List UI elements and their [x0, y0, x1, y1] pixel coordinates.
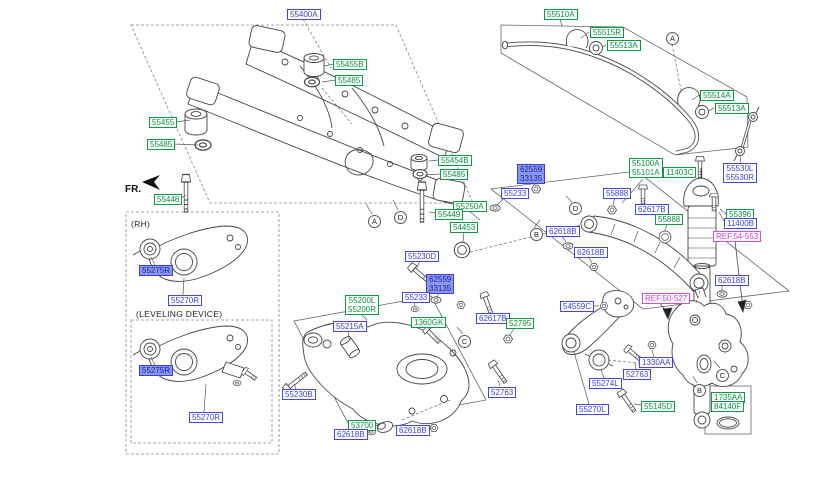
trailing-arm-leveling-drawing: [132, 325, 259, 386]
lower-arm-drawing: [281, 261, 513, 436]
part-label-62618B[interactable]: 62618B: [546, 226, 580, 237]
knuckle-drawing: [667, 287, 753, 387]
part-label-52763[interactable]: 52763: [488, 387, 517, 398]
fr-direction-label: FR.: [125, 184, 142, 195]
callout-C: C: [458, 335, 471, 348]
dashed-enclosures: [125, 24, 474, 455]
subframe-crossmember-drawing: [180, 25, 466, 223]
part-label-55400A[interactable]: 55400A: [287, 9, 321, 20]
callout-A: A: [368, 215, 381, 228]
part-label-62617B[interactable]: 62617B: [476, 313, 510, 324]
part-label-55888[interactable]: 55888: [655, 214, 684, 225]
part-label-55449[interactable]: 55449: [435, 209, 464, 220]
ref-label-REF.50-527[interactable]: REF.50-527: [642, 293, 691, 304]
callout-C: C: [716, 369, 729, 382]
part-label-55275R[interactable]: 55275R: [139, 365, 174, 376]
part-label-55233[interactable]: 55233: [402, 292, 431, 303]
part-label-52763[interactable]: 52763: [623, 369, 652, 380]
part-label-62617B[interactable]: 62617B: [635, 204, 669, 215]
part-label-55514A[interactable]: 55514A: [700, 90, 734, 101]
part-label-55454B[interactable]: 55454B: [438, 155, 472, 166]
part-label-55275R[interactable]: 55275R: [139, 265, 174, 276]
part-label-62618B[interactable]: 62618B: [334, 429, 368, 440]
part-label-84140F[interactable]: 84140F: [711, 401, 745, 412]
part-label-55270L[interactable]: 55270L: [576, 404, 609, 415]
part-label-55230B[interactable]: 55230B: [282, 389, 316, 400]
part-label-52795[interactable]: 52795: [506, 318, 535, 329]
part-label-55270R[interactable]: 55270R: [168, 295, 203, 306]
part-label-55888[interactable]: 55888: [603, 188, 632, 199]
fr-direction-arrow: [142, 175, 160, 190]
part-label-11400B[interactable]: 11400B: [724, 218, 757, 229]
leveling-device-section-label: (LEVELING DEVICE): [136, 309, 223, 319]
part-label-55510A[interactable]: 55510A: [544, 9, 578, 20]
stabilizer-link-drawing: [733, 106, 760, 162]
part-label-55145D[interactable]: 55145D: [641, 401, 676, 412]
part-label-55230D[interactable]: 55230D: [405, 251, 440, 262]
ref-label-REF.54-553[interactable]: REF.54-553: [713, 231, 762, 242]
part-label-55233[interactable]: 55233: [501, 188, 530, 199]
part-label-55270R[interactable]: 55270R: [189, 412, 224, 423]
callout-B: B: [693, 384, 706, 397]
part-label-62618B[interactable]: 62618B: [396, 425, 430, 436]
callout-A: A: [666, 32, 679, 45]
part-label-55455[interactable]: 55455: [149, 117, 178, 128]
part-label-54559C[interactable]: 54559C: [560, 301, 595, 312]
upper-arm-drawing: [453, 184, 728, 298]
part-label-62618B[interactable]: 62618B: [574, 247, 608, 258]
trailing-arm-left-drawing: [561, 290, 657, 415]
part-label-55485[interactable]: 55485: [335, 75, 364, 86]
callout-D: D: [569, 202, 582, 215]
part-label-54453[interactable]: 54453: [450, 222, 479, 233]
stabilizer-bar-drawing: [501, 29, 760, 180]
part-label-55515R[interactable]: 55515R: [590, 27, 625, 38]
part-label-55250A[interactable]: 55250A: [453, 201, 487, 212]
part-label-11403C[interactable]: 11403C: [663, 167, 697, 178]
part-label-55215A[interactable]: 55215A: [333, 321, 367, 332]
callout-D: D: [394, 211, 407, 224]
part-label-55448[interactable]: 55448: [154, 194, 183, 205]
oring-drawing: [716, 416, 740, 430]
part-label-55274L[interactable]: 55274L: [589, 378, 622, 389]
callout-B: B: [530, 228, 543, 241]
dashed-leaders: [302, 18, 701, 421]
part-label-55455B[interactable]: 55455B: [333, 59, 367, 70]
rh-section-label: (RH): [131, 219, 151, 229]
part-label-55513A[interactable]: 55513A: [607, 40, 641, 51]
part-label-55485[interactable]: 55485: [440, 169, 469, 180]
part-label-55513A[interactable]: 55513A: [715, 103, 749, 114]
part-label-55485[interactable]: 55485: [147, 139, 176, 150]
leader-lines: [150, 18, 742, 434]
part-label-1330AA[interactable]: 1330AA: [639, 357, 674, 368]
part-label-1360GK[interactable]: 1360GK: [411, 317, 447, 328]
part-label-62618B[interactable]: 62618B: [715, 275, 749, 286]
